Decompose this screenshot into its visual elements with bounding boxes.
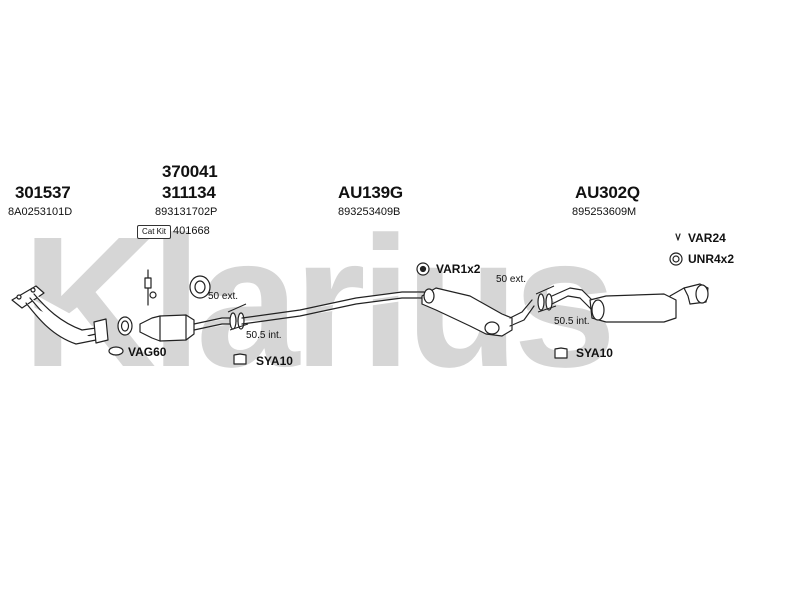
dim-right-int-line xyxy=(537,305,557,313)
gasket-label[interactable]: VAG60 xyxy=(128,345,167,359)
centre-silencer-part[interactable] xyxy=(421,287,535,337)
catalyst-part[interactable] xyxy=(139,275,233,342)
dim-left-int-line xyxy=(229,323,249,331)
centre-pipe-part[interactable] xyxy=(241,291,425,325)
rubber-mount-mid-label[interactable]: VAR1x2 xyxy=(436,262,481,276)
dim-right-int: 50.5 int. xyxy=(554,316,590,327)
clamp-right-part[interactable] xyxy=(537,293,568,359)
dim-right-ext: 50 ext. xyxy=(496,274,527,285)
clamp-left-part[interactable] xyxy=(229,312,247,365)
front-pipe-number[interactable]: 301537 xyxy=(15,183,71,202)
centre-silencer-number[interactable]: AU139G xyxy=(338,183,403,202)
clamp-right-label[interactable]: SYA10 xyxy=(576,346,613,360)
rubber-ring-label[interactable]: UNR4x2 xyxy=(688,252,735,266)
var24-clip-icon xyxy=(675,233,681,241)
gasket-part[interactable] xyxy=(108,316,133,356)
catalyst-number[interactable]: 311134 xyxy=(162,183,216,202)
centre-silencer-oe: 893253409B xyxy=(338,206,401,218)
cat-kit-badge: Cat Kit xyxy=(137,225,171,239)
unr4x2-ring-icon xyxy=(669,252,683,266)
front-pipe-part[interactable] xyxy=(11,285,109,345)
catalyst-oe: 893131702P xyxy=(155,206,218,218)
rear-silencer-number[interactable]: AU302Q xyxy=(575,183,640,202)
dim-left-ext-line xyxy=(227,303,247,313)
tail-clip-label[interactable]: VAR24 xyxy=(688,231,726,245)
dim-right-ext-line xyxy=(535,285,555,295)
dim-left-int: 50.5 int. xyxy=(246,330,282,341)
front-pipe-oe: 8A0253101D xyxy=(8,206,73,218)
dim-left-ext: 50 ext. xyxy=(208,291,239,302)
lambda-sensor-part[interactable] xyxy=(144,269,157,306)
var1x2-mount-icon xyxy=(416,262,430,276)
catalyst-number-top[interactable]: 370041 xyxy=(162,162,218,181)
rear-silencer-part[interactable] xyxy=(551,283,709,323)
cat-kit-number[interactable]: 401668 xyxy=(173,225,210,237)
clamp-left-label[interactable]: SYA10 xyxy=(256,354,293,368)
rear-silencer-oe: 895253609M xyxy=(572,206,637,218)
watermark-logo: Klarius xyxy=(22,199,617,406)
